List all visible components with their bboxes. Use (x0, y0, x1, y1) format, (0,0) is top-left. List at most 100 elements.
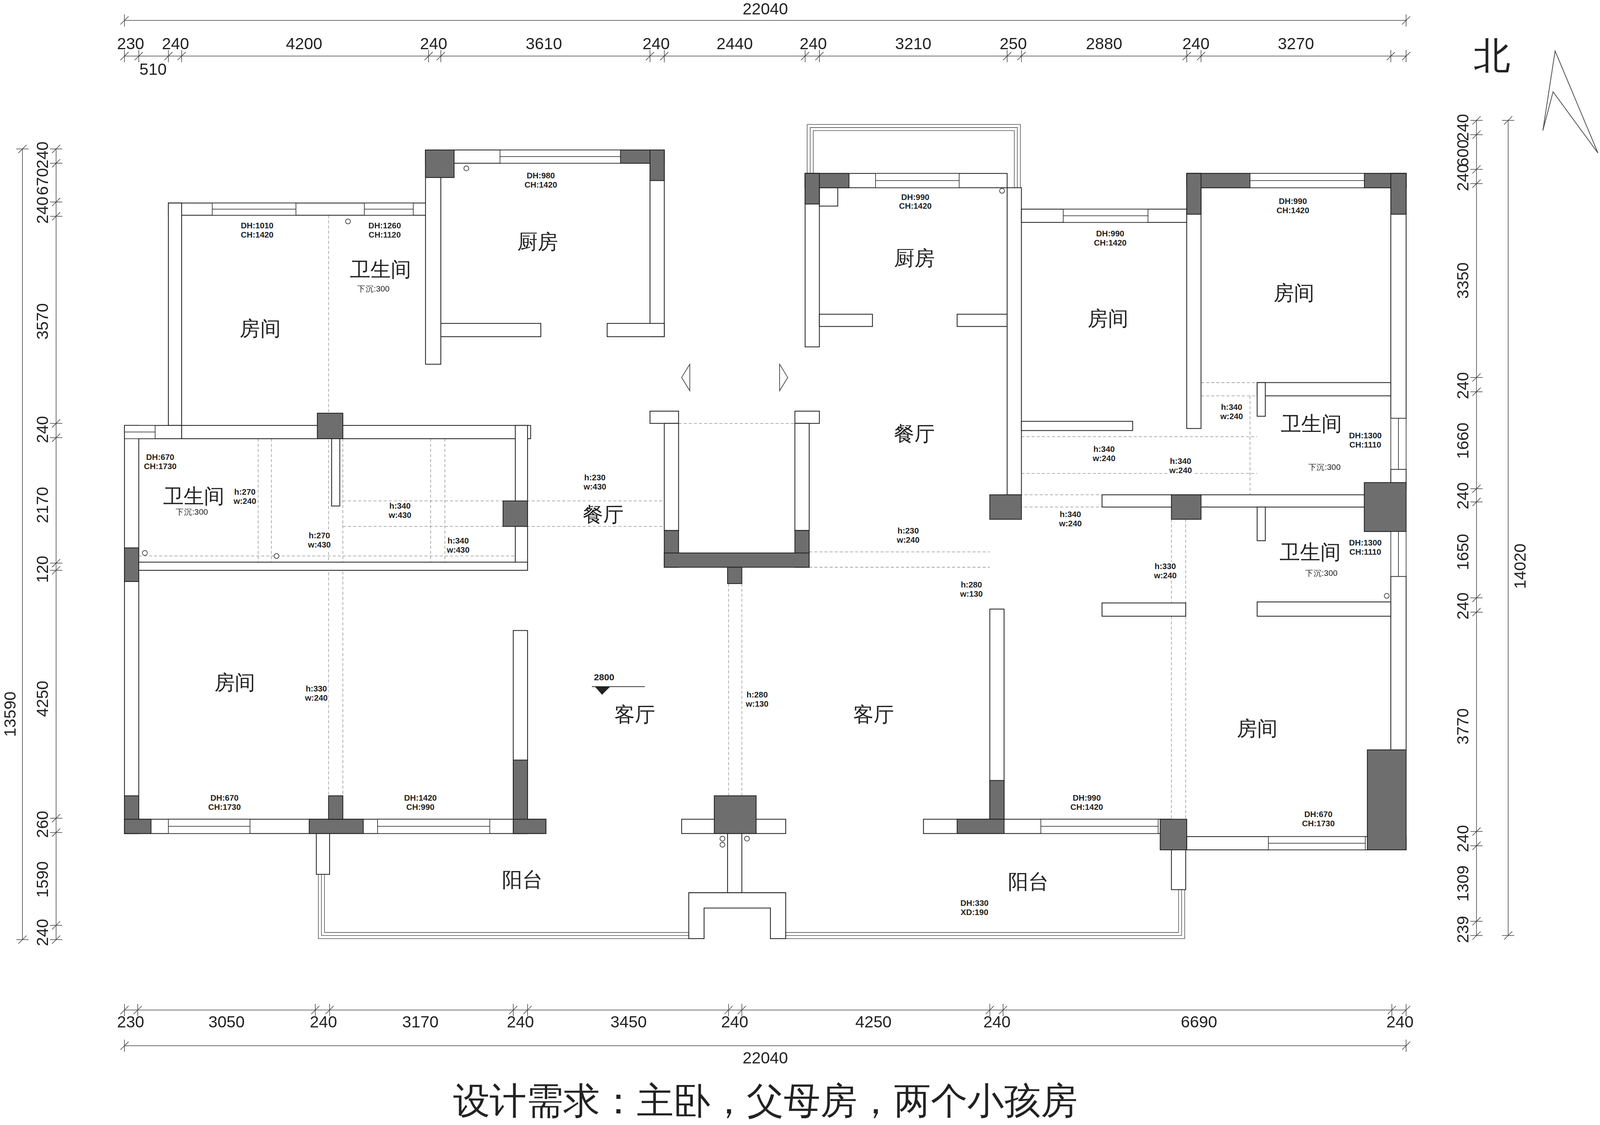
dimension-text: 1309 (1454, 865, 1473, 902)
room-label: 下沉:300 (173, 508, 210, 518)
dimension-text: 13590 (1, 691, 20, 738)
room-label: 卫生间 (161, 484, 227, 508)
dimension-text: 230 (116, 1013, 144, 1032)
opening-note: h:340 w:430 (387, 502, 413, 521)
room-label: 阳台 (500, 868, 545, 891)
opening-note: h:280 w:130 (959, 580, 984, 600)
opening-note: h:340 w:240 (1168, 456, 1194, 476)
opening-note: DH:990 CH:1420 (1275, 196, 1311, 216)
caption: 设计需求：主卧，父母房，两个小孩房 (453, 1080, 1078, 1122)
opening-note: DH:1300 CH:1110 (1348, 538, 1383, 558)
opening-note: DH:980 CH:1420 (523, 171, 559, 190)
opening-note: h:230 w:430 (582, 473, 608, 492)
opening-note: h:270 w:240 (232, 487, 258, 507)
opening-note: DH:330 XD:190 (959, 898, 990, 918)
room-label: 房间 (1085, 307, 1131, 330)
dimension-text: 250 (999, 34, 1027, 53)
opening-note: h:230 w:240 (895, 526, 921, 546)
dimension-text: 240 (799, 34, 827, 53)
dimension-text: 239 (1454, 916, 1473, 944)
opening-note: DH:990 CH:1420 (1092, 229, 1128, 249)
opening-note: h:340 w:240 (1091, 444, 1117, 464)
dimension-text: 2170 (34, 486, 52, 524)
dimension-text: 240 (420, 34, 448, 53)
dimension-text: 240 (1454, 164, 1473, 192)
dimension-text: 2440 (716, 34, 753, 53)
opening-note: h:330 w:240 (1152, 562, 1178, 581)
room-label: 厨房 (892, 246, 937, 270)
opening-note: h:340 w:240 (1058, 510, 1083, 529)
dimension-text: 3050 (208, 1013, 245, 1032)
dimension-text: 240 (1386, 1013, 1414, 1032)
dimension-text: 3570 (34, 303, 52, 340)
dimension-lines (16, 14, 1515, 1052)
room-label: 下沉:300 (355, 285, 392, 294)
symbols (142, 51, 1598, 939)
dimension-text: 240 (1454, 825, 1473, 853)
dimension-text: 1650 (1454, 534, 1473, 571)
dimension-text: 230 (116, 34, 144, 53)
dimension-text: 240 (34, 196, 52, 224)
room-label: 餐厅 (892, 422, 937, 445)
room-label: 房间 (212, 671, 258, 694)
beam-lines (138, 215, 1258, 820)
dimension-text: 22040 (742, 0, 789, 19)
dimension-text: 4250 (855, 1013, 892, 1032)
dimension-text: 240 (721, 1013, 749, 1032)
opening-note: DH:990 CH:1420 (1069, 793, 1104, 813)
dimension-text: 3350 (1454, 262, 1473, 299)
room-label: 下沉:300 (1306, 464, 1343, 473)
dimension-text: 240 (1454, 482, 1473, 510)
dimension-text: 240 (983, 1013, 1011, 1032)
dimension-text: 3610 (525, 34, 562, 53)
room-label: 卫生间 (348, 258, 414, 281)
opening-note: h:270 w:430 (307, 531, 332, 551)
dimension-text: 4250 (34, 680, 52, 718)
dimension-text: 22040 (742, 1049, 789, 1068)
dimension-text: 240 (162, 34, 190, 53)
room-label: 餐厅 (580, 503, 626, 526)
dimension-text: 4200 (286, 34, 323, 53)
opening-note: DH:670 CH:1730 (1301, 810, 1336, 829)
room-label: 房间 (1271, 281, 1317, 304)
opening-note: DH:1260 CH:1120 (367, 221, 402, 240)
room-label: 下沉:300 (1303, 570, 1340, 579)
dimension-text: 240 (1454, 372, 1473, 400)
window (124, 150, 1406, 850)
room-label: 客厅 (612, 703, 658, 726)
opening-note: DH:1010 CH:1420 (239, 221, 275, 240)
wall (124, 150, 1406, 893)
dimension-text: 14020 (1511, 543, 1530, 590)
dimension-text: 2880 (1086, 34, 1123, 53)
dimension-text: 6690 (1180, 1013, 1218, 1032)
opening-note: DH:670 CH:1730 (207, 793, 242, 813)
dimension-text: 240 (642, 34, 670, 53)
room-label: 卫生间 (1277, 540, 1343, 564)
dimension-text: 600 (1454, 139, 1473, 167)
dimension-text: 3450 (610, 1013, 647, 1032)
dimension-text: 1590 (34, 861, 52, 898)
column (124, 150, 1406, 850)
dimension-text: 510 (139, 60, 167, 79)
dimension-text: 240 (506, 1013, 534, 1032)
room-label: 卫生间 (1278, 412, 1344, 435)
opening-note: DH:670 CH:1730 (142, 452, 178, 472)
dimension-text: 240 (310, 1013, 338, 1032)
dimension-text: 260 (34, 810, 52, 838)
dimension-text: 240 (1182, 34, 1210, 53)
opening-note: 2800 (592, 672, 616, 683)
dimension-text: 240 (34, 919, 52, 947)
dimension-text: 120 (34, 555, 52, 583)
room-label: 客厅 (851, 703, 896, 726)
balcony-rail (318, 124, 1185, 939)
north-mark: 北 (1473, 36, 1511, 77)
opening-note: DH:990 CH:1420 (898, 192, 933, 212)
room-label: 阳台 (1006, 870, 1051, 893)
dimension-text: 3770 (1454, 708, 1473, 745)
dimension-text: 3170 (402, 1013, 439, 1032)
opening-note: DH:1420 CH:990 (403, 793, 438, 813)
opening-note: h:280 w:130 (744, 690, 770, 710)
room-label: 房间 (237, 317, 283, 340)
dimension-text: 240 (1454, 592, 1473, 620)
